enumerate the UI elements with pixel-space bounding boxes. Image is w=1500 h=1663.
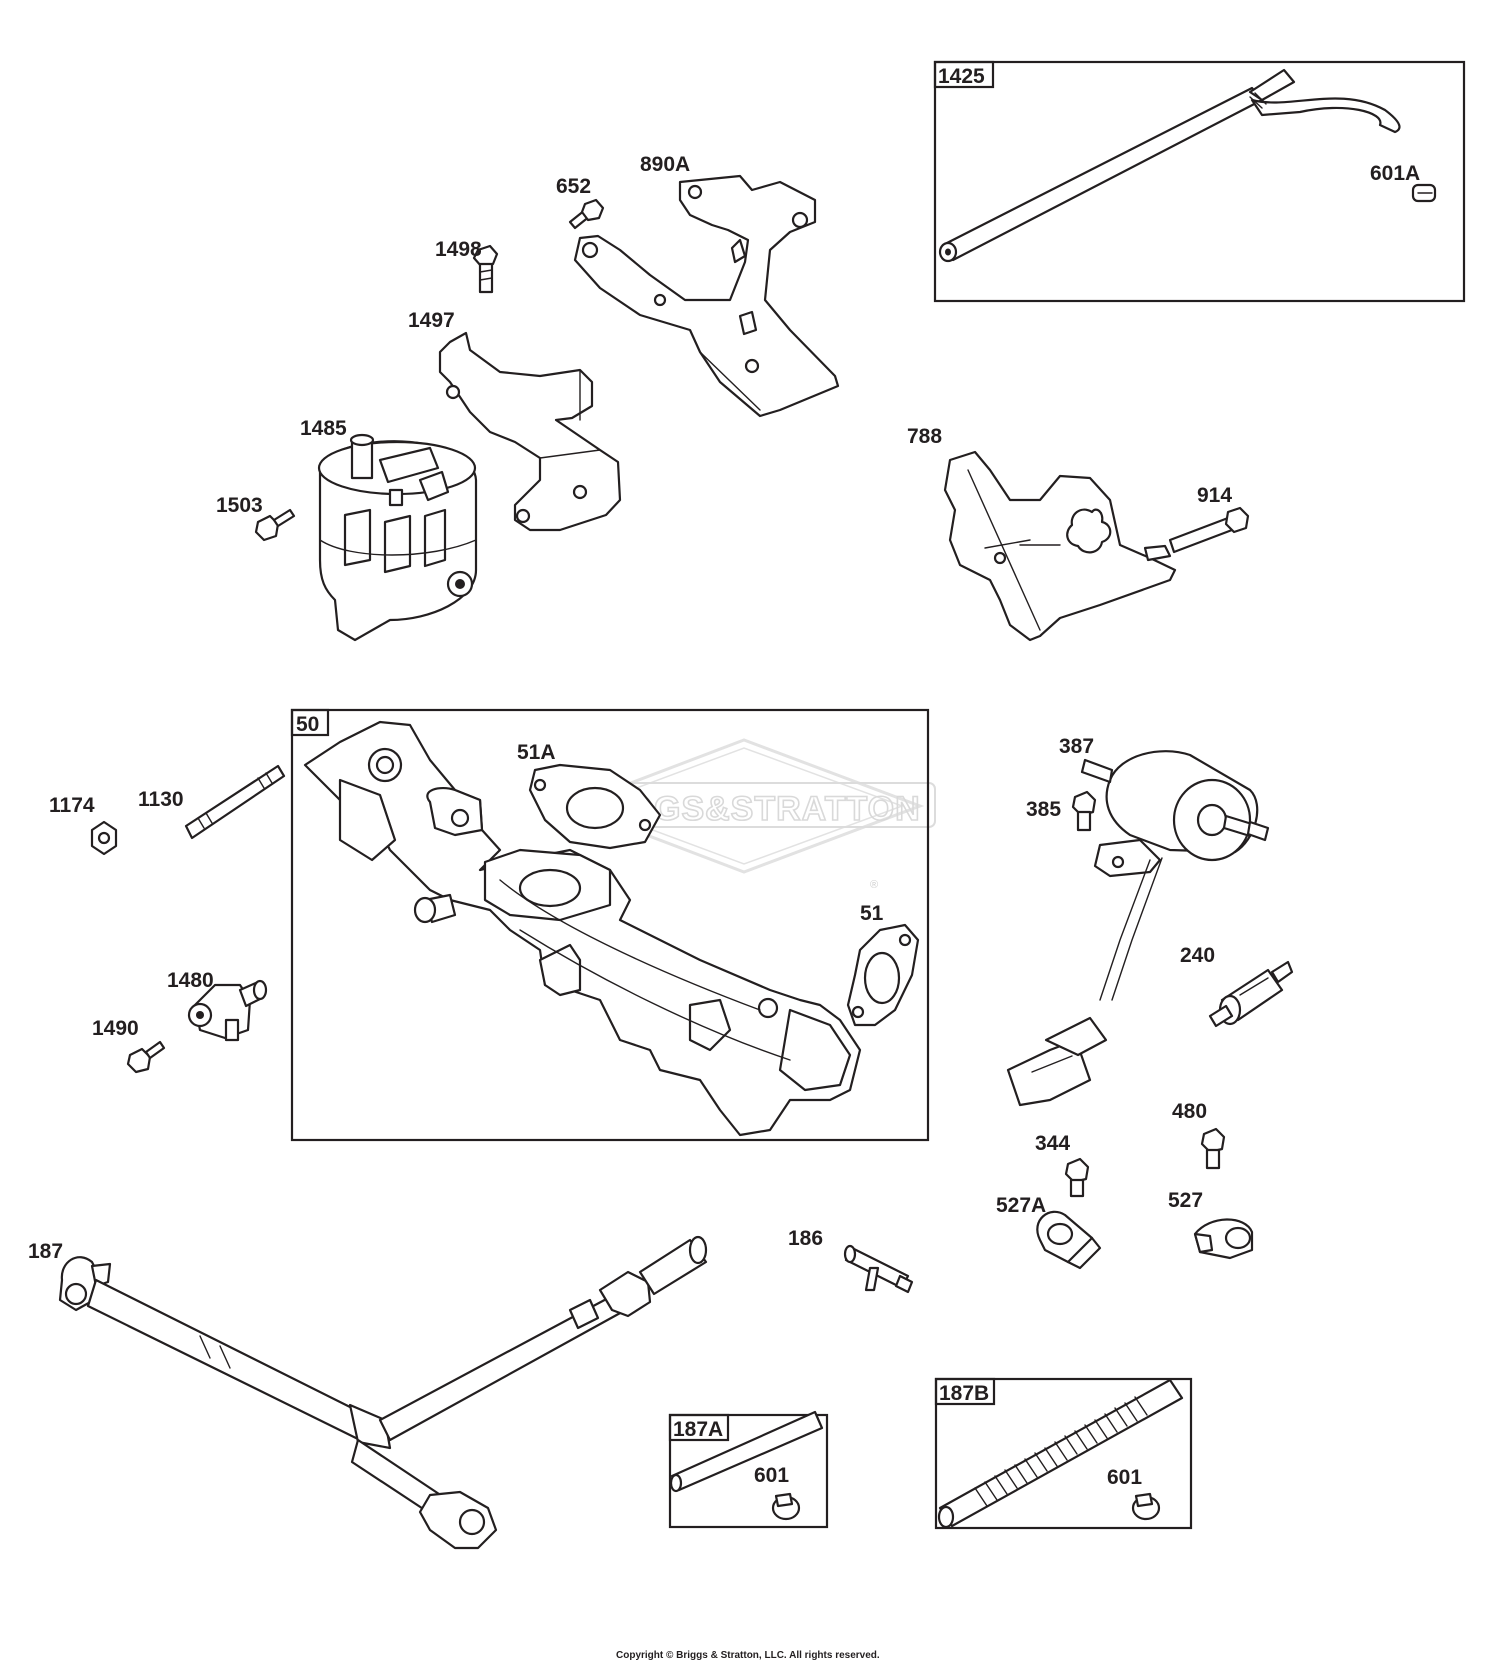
bolt-1498[interactable] [472,244,499,294]
fuel-line-assembly-187[interactable] [58,1235,708,1550]
bracket-890A[interactable] [573,174,840,418]
callout-344: 344 [1035,1132,1070,1155]
bolt-652[interactable] [568,198,605,230]
hose-187A[interactable] [669,1410,824,1493]
callout-240: 240 [1180,944,1215,967]
fuel-pump-387[interactable] [1006,750,1270,1107]
clamp-601-187B[interactable] [1131,1492,1161,1521]
purge-canister-1485[interactable] [317,433,478,642]
group-50-box[interactable]: 50 [290,708,930,1142]
gasket-51A[interactable] [528,763,662,850]
callout-890A: 890A [640,153,690,176]
stud-1130[interactable] [184,764,286,840]
callout-788: 788 [907,425,942,448]
clamp-601-187A[interactable] [771,1492,801,1521]
callout-652: 652 [556,175,591,198]
copyright-footer: Copyright © Briggs & Stratton, LLC. All … [616,1650,880,1661]
group-1425-label: 1425 [938,65,985,88]
bolt-1503[interactable] [254,508,296,542]
callout-601-187B: 601 [1107,1466,1142,1489]
group-50-label: 50 [296,713,319,736]
group-1425-box[interactable]: 1425 [933,60,1466,303]
callout-385: 385 [1026,798,1061,821]
callout-914: 914 [1197,484,1232,507]
group-187B-label: 187B [939,1382,989,1405]
callout-480: 480 [1172,1100,1207,1123]
injector-1480[interactable] [187,979,268,1042]
callout-1480: 1480 [167,969,214,992]
callout-1490: 1490 [92,1017,139,1040]
callout-527: 527 [1168,1189,1203,1212]
callout-51A: 51A [517,741,556,764]
group-187A-label: 187A [673,1418,723,1441]
breather-tube-1425[interactable] [938,68,1401,263]
callout-1497: 1497 [408,309,455,332]
gasket-51[interactable] [846,923,920,1027]
callout-1485: 1485 [300,417,347,440]
callout-186: 186 [788,1227,823,1250]
bracket-1497[interactable] [438,331,622,532]
callout-601-187A: 601 [754,1464,789,1487]
callout-387: 387 [1059,735,1094,758]
callout-187: 187 [28,1240,63,1263]
callout-51: 51 [860,902,884,925]
watermark-registered-mark: ® [870,879,878,891]
bracket-788[interactable] [943,450,1177,642]
bolt-344[interactable] [1064,1157,1090,1198]
corrugated-hose-187B[interactable] [937,1378,1184,1529]
callout-1498: 1498 [435,238,482,261]
bolt-385[interactable] [1071,790,1097,832]
clip-527A[interactable] [1036,1210,1102,1270]
callout-1174: 1174 [49,794,95,817]
callout-1503: 1503 [216,494,263,517]
callout-1130: 1130 [138,788,184,811]
group-187B-box[interactable]: 187B [934,1377,1193,1530]
screw-1490[interactable] [126,1040,166,1074]
bolt-914[interactable] [1168,506,1250,554]
callout-601A: 601A [1370,162,1420,185]
nut-1174[interactable] [90,820,118,856]
group-187A-box[interactable]: 187A [668,1413,829,1529]
callout-527A: 527A [996,1194,1046,1217]
clamp-601A[interactable] [1411,183,1437,203]
fuel-rail-50[interactable] [303,720,862,1137]
fuel-filter-240[interactable] [1208,960,1294,1028]
clip-527[interactable] [1193,1218,1254,1260]
bolt-480[interactable] [1200,1127,1226,1170]
tee-fitting-186[interactable] [843,1244,914,1294]
